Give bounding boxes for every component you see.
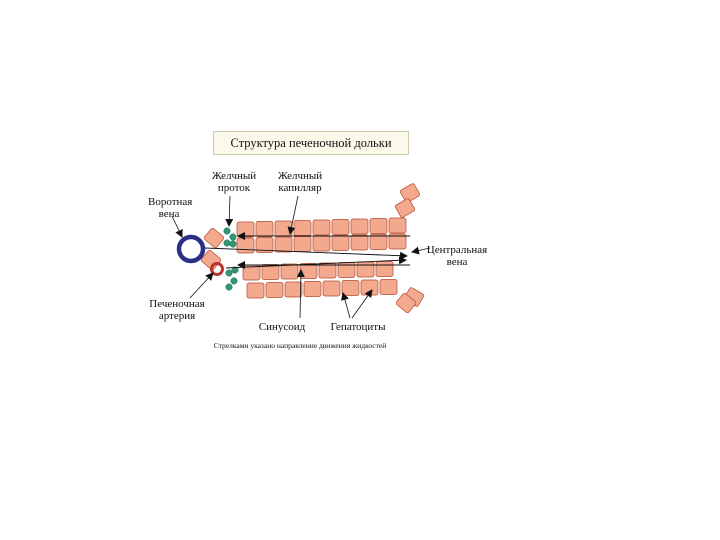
hepatocyte-cell	[388, 233, 407, 250]
hepatocyte-cell	[379, 279, 398, 295]
leader-line	[296, 269, 305, 319]
leader-line	[351, 289, 373, 319]
bile-duct-cell	[229, 240, 237, 248]
hepatocyte-cell	[312, 235, 331, 252]
bile-duct-cell	[225, 269, 233, 277]
bile-duct-cell	[230, 277, 238, 285]
hepatocyte-cell	[312, 219, 331, 236]
hepatocyte-cell	[341, 280, 360, 296]
leader-line	[341, 292, 351, 319]
hepatocyte-cell	[265, 282, 284, 298]
hepatocyte-cell	[203, 227, 225, 249]
hepatocyte-cell	[280, 263, 299, 280]
hepatocyte-cell	[246, 282, 265, 299]
hepatocyte-cell	[274, 220, 293, 237]
hepatocyte-cell	[388, 217, 407, 234]
arrow-direction-note: Стрелками указано направление движения ж…	[213, 341, 387, 350]
diagram-title: Структура печеночной дольки	[213, 131, 409, 155]
hepatocyte-cell	[356, 261, 375, 278]
flow-arrow	[225, 256, 407, 269]
hepatocyte-cell	[360, 279, 379, 296]
hepatocyte-blocks	[200, 183, 425, 314]
hepatocyte-cell	[395, 292, 417, 314]
bile-duct-cell	[225, 283, 233, 291]
hepatocyte-cell	[331, 235, 350, 251]
hepatocyte-cell	[236, 237, 255, 254]
hepatocyte-cell	[350, 218, 369, 235]
hepatocyte-cell	[299, 263, 318, 279]
flow-arrow	[204, 247, 408, 260]
hepatocyte-cell	[293, 236, 312, 252]
hepatocyte-cell	[399, 183, 421, 203]
hepatocyte-cell	[261, 264, 280, 280]
hepatocyte-cell	[318, 262, 337, 279]
hepatocyte-cell	[284, 281, 303, 298]
leader-line	[287, 195, 299, 235]
bile-duct-cell	[223, 239, 231, 247]
hepatocyte-cell	[331, 219, 350, 235]
portal-vein-icon	[176, 234, 206, 264]
hepatocyte-cell	[369, 234, 388, 250]
label-sinusoid: Синусоид	[258, 321, 306, 333]
hepatocyte-cell	[274, 236, 293, 253]
leader-line	[171, 215, 183, 238]
hepatocyte-rows	[236, 217, 407, 299]
hepatocyte-cell	[236, 221, 255, 238]
hepatocyte-cell	[255, 221, 274, 237]
hepatocyte-cell	[255, 237, 274, 253]
hepatocyte-cell	[369, 218, 388, 234]
leader-line	[189, 272, 214, 299]
leader-line	[225, 195, 234, 227]
bile-duct-cell	[231, 266, 239, 274]
leader-lines	[171, 195, 431, 319]
hepatocyte-cell	[394, 198, 416, 218]
leader-line	[411, 246, 431, 255]
bile-duct-cells	[223, 227, 239, 291]
hepatic-artery-icon	[210, 262, 224, 276]
bile-duct-cell	[229, 233, 237, 241]
hepatocyte-cell	[322, 280, 341, 297]
hepatocyte-cell	[293, 220, 312, 236]
hepatocyte-cell	[375, 261, 394, 277]
label-hepatocytes: Гепатоциты	[330, 321, 386, 333]
hepatocyte-cell	[303, 281, 322, 297]
hepatocyte-cell	[350, 234, 369, 251]
bile-duct-cell	[223, 227, 231, 235]
flow-arrows	[204, 232, 410, 269]
